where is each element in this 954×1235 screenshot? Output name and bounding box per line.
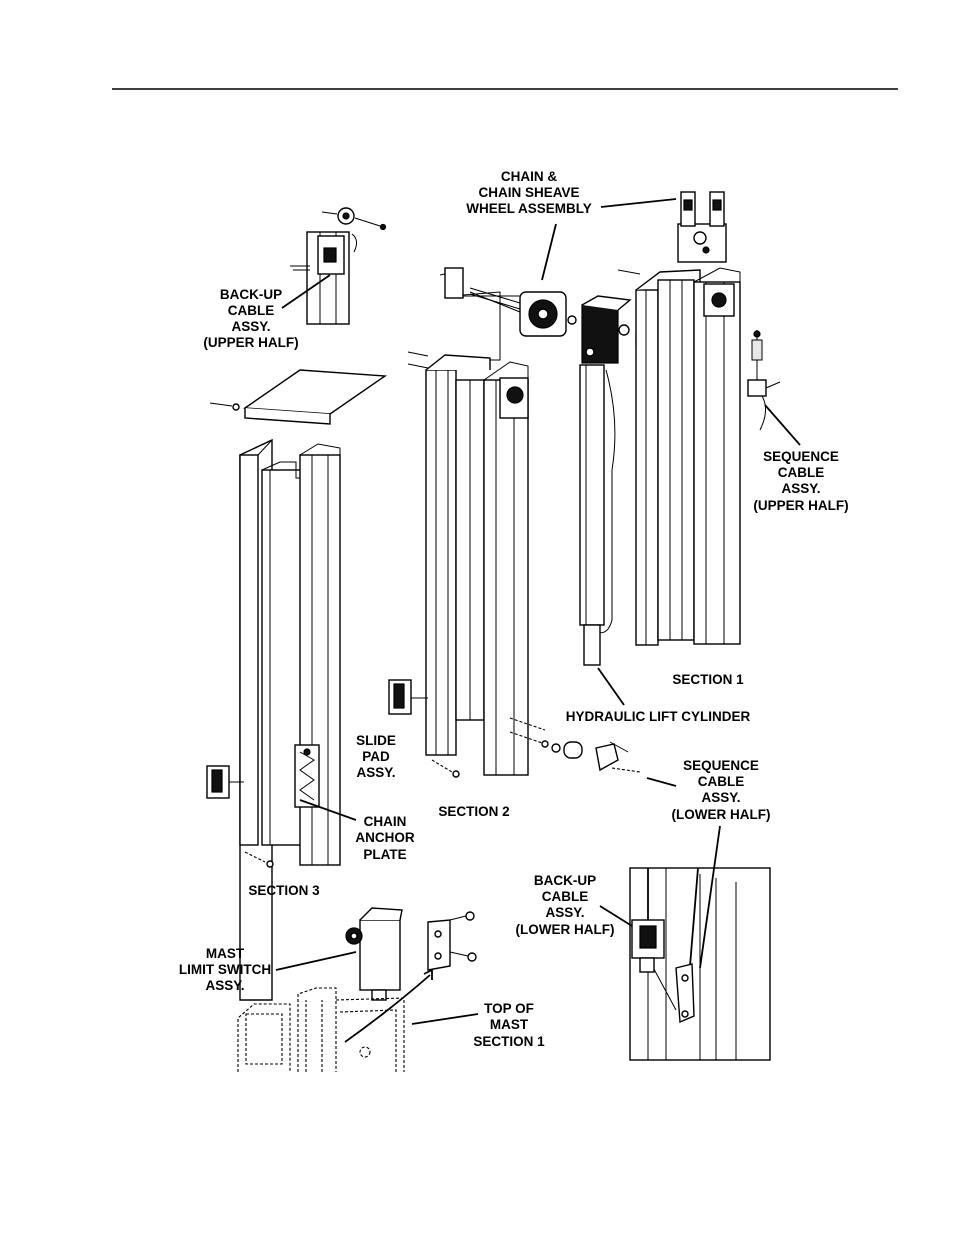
label-backup-cable-lower: BACK-UP CABLE ASSY. (LOWER HALF) [516,873,615,937]
label-line: SEQUENCE [683,758,759,773]
label-line: LIMIT SWITCH [179,962,271,977]
label-line: (LOWER HALF) [516,922,615,937]
label-line: CABLE [542,889,589,904]
label-line: SECTION 1 [473,1034,545,1049]
label-section-2: SECTION 2 [438,804,509,819]
label-line: ASSY. [205,978,244,993]
label-line: PLATE [363,847,406,862]
label-backup-cable-upper: BACK-UP CABLE ASSY. (UPPER HALF) [203,287,298,350]
backup-cable-lower-illustration [629,867,771,1061]
label-line: ASSY. [781,481,820,496]
mast-section-3-illustration [206,369,388,1001]
label-top-of-mast-section-1: TOP OF MAST SECTION 1 [473,1001,545,1049]
label-slide-pad-assy: SLIDE PAD ASSY. [356,733,396,780]
label-line: CHAIN & [501,169,557,184]
label-line: CHAIN [364,814,407,829]
label-sequence-cable-lower: SEQUENCE CABLE ASSY. (LOWER HALF) [672,758,771,822]
backup-cable-upper-illustration [290,207,387,325]
label-line: (LOWER HALF) [672,807,771,822]
label-line: SEQUENCE [763,449,839,464]
label-line: ASSY. [701,790,740,805]
label-line: MAST [490,1017,529,1032]
label-line: PAD [362,749,390,764]
label-sequence-cable-upper: SEQUENCE CABLE ASSY. (UPPER HALF) [753,449,848,513]
label-line: CABLE [698,774,745,789]
label-line: BACK-UP [220,287,282,302]
label-line: (UPPER HALF) [753,498,848,513]
label-hydraulic-lift-cylinder: HYDRAULIC LIFT CYLINDER [566,709,751,724]
label-line: CABLE [228,303,275,318]
label-section-1: SECTION 1 [672,672,744,687]
label-line: ASSY. [545,905,584,920]
label-section-3: SECTION 3 [248,883,320,898]
mast-section-1-illustration [617,191,781,646]
label-line: CABLE [778,465,825,480]
label-mast-limit-switch: MAST LIMIT SWITCH ASSY. [179,946,271,993]
label-line: WHEEL ASSEMBLY [466,201,592,216]
label-line: ANCHOR [355,830,414,845]
label-chain-sheave-wheel-assembly: CHAIN & CHAIN SHEAVE WHEEL ASSEMBLY [466,169,592,216]
label-line: TOP OF [484,1001,534,1016]
label-line: SLIDE [356,733,396,748]
label-line: ASSY. [356,765,395,780]
sequence-cable-lower-illustration [541,740,641,773]
label-chain-anchor-plate: CHAIN ANCHOR PLATE [355,814,414,862]
mast-section-2-illustration [388,267,546,778]
label-line: (UPPER HALF) [203,335,298,350]
leader-lines [275,198,801,1025]
top-of-mast-section-1-illustration [237,987,405,1072]
label-line: CHAIN SHEAVE [478,185,579,200]
label-line: BACK-UP [534,873,596,888]
mast-limit-switch-illustration [344,907,477,1043]
label-line: MAST [206,946,245,961]
label-line: ASSY. [231,319,270,334]
